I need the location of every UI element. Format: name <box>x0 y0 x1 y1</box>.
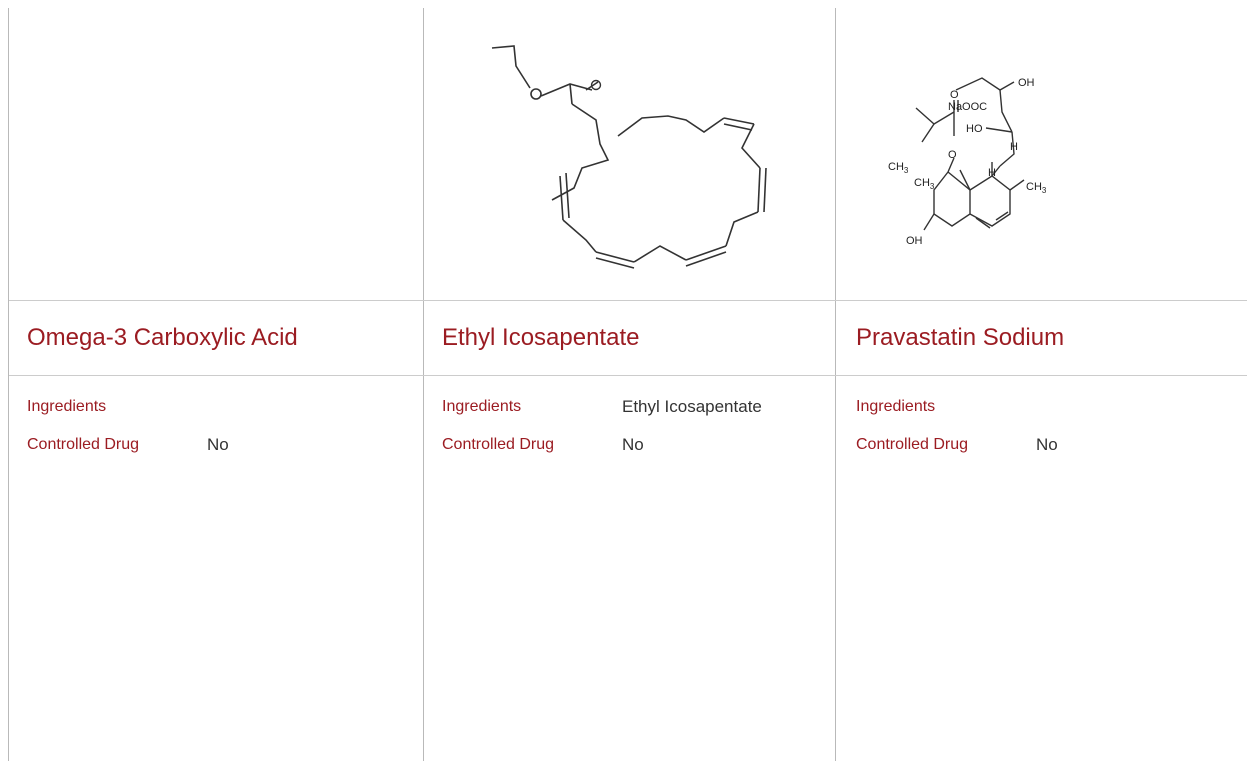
atom-ch3-mid: CH3 <box>914 177 935 191</box>
ingredients-value: Ethyl Icosapentate <box>622 397 762 416</box>
ethyl-icosapentate-structure-icon <box>491 45 767 269</box>
ingredients-label: Ingredients <box>442 398 522 415</box>
ingredients-row: Ingredients <box>856 398 935 416</box>
ingredients-label: Ingredients <box>856 398 936 415</box>
product-title-link[interactable]: Pravastatin Sodium <box>856 324 1065 351</box>
controlled-drug-label: Controlled Drug <box>856 436 969 453</box>
controlled-drug-row: Controlled Drug <box>442 436 554 454</box>
product-image-cell: NaOOC OH HO H CH3 O O CH3 H CH3 OH <box>836 8 1247 300</box>
atom-naooc: NaOOC <box>948 101 987 113</box>
atom-ch3-right: CH3 <box>1026 181 1047 195</box>
controlled-drug-row: Controlled Drug <box>856 436 968 454</box>
atom-o-ring: O <box>948 149 957 161</box>
ingredients-row: Ingredients <box>27 398 106 416</box>
product-image-cell <box>9 8 423 300</box>
atom-ch3-left: CH3 <box>888 161 909 175</box>
controlled-drug-label: Controlled Drug <box>442 436 555 453</box>
controlled-drug-value: No <box>207 435 229 454</box>
pravastatin-structure-icon: NaOOC OH HO H CH3 O O CH3 H CH3 OH <box>888 77 1047 247</box>
ingredients-row: Ingredients <box>442 398 521 416</box>
atom-oh-bottom: OH <box>906 235 923 247</box>
row-divider <box>9 300 1247 301</box>
atom-ho: HO <box>966 123 983 135</box>
row-divider <box>9 375 1247 376</box>
atom-o-ester: O <box>950 89 959 101</box>
atom-oh-top: OH <box>1018 77 1035 89</box>
column-divider <box>423 8 424 761</box>
atom-h-ring: H <box>988 167 996 179</box>
column-divider <box>8 8 9 761</box>
controlled-drug-label: Controlled Drug <box>27 436 140 453</box>
controlled-drug-value: No <box>1036 435 1058 454</box>
column-divider <box>835 8 836 761</box>
controlled-drug-value: No <box>622 435 644 454</box>
controlled-drug-row: Controlled Drug <box>27 436 139 454</box>
atom-h-side: H <box>1010 141 1018 153</box>
ingredients-label: Ingredients <box>27 398 107 415</box>
product-title-link[interactable]: Ethyl Icosapentate <box>442 324 640 351</box>
product-image-cell <box>424 8 835 300</box>
product-title-link[interactable]: Omega-3 Carboxylic Acid <box>27 324 298 351</box>
